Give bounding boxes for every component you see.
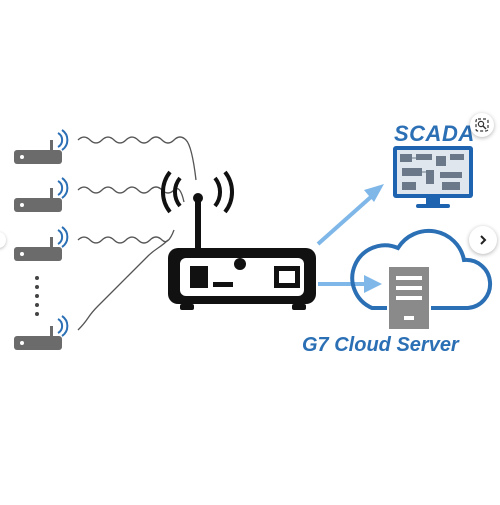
arrow-to-cloud <box>318 275 382 293</box>
sensor-2 <box>14 177 69 212</box>
wireless-link-1 <box>77 136 197 181</box>
sensor-4 <box>14 315 69 350</box>
chevron-right-icon <box>480 235 487 245</box>
arrow-to-scada <box>316 184 384 246</box>
zoom-button[interactable] <box>470 113 494 137</box>
wireless-link-2 <box>77 186 185 203</box>
wireless-link-3 <box>77 229 175 244</box>
zoom-icon <box>475 118 489 132</box>
wireless-links <box>77 136 197 331</box>
scada-monitor <box>393 146 473 208</box>
next-button[interactable] <box>469 226 497 254</box>
sensor-3 <box>14 226 69 261</box>
previous-button[interactable] <box>0 232 6 248</box>
scada-label: SCADA <box>394 121 475 146</box>
wireless-link-4 <box>77 239 169 331</box>
gateway-router <box>160 170 316 310</box>
cloud-server <box>350 228 493 331</box>
ellipsis-dots <box>35 276 39 316</box>
cloud-server-label: G7 Cloud Server <box>302 334 459 356</box>
sensor-1 <box>14 129 69 164</box>
